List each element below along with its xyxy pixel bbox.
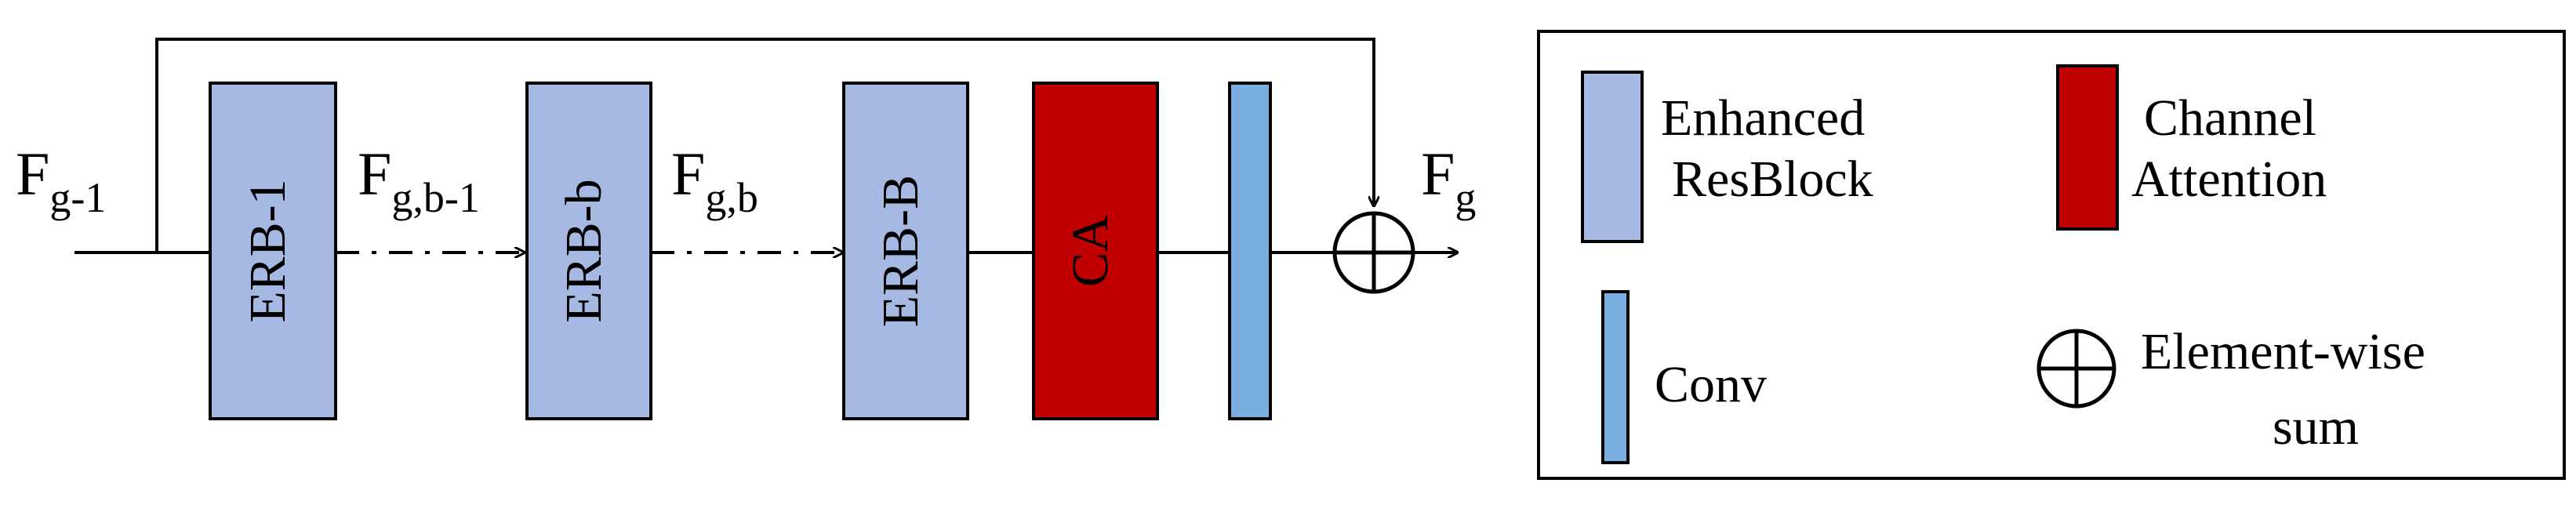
legend-sum-line2: sum (2273, 398, 2359, 456)
legend-erb-line2: ResBlock (1672, 151, 1873, 208)
conv-swatch (1601, 290, 1630, 464)
erb-b-label: ERB-b (555, 179, 612, 322)
erb-1-label: ERB-1 (239, 179, 296, 322)
element-wise-sum-icon (1332, 211, 1415, 294)
enhanced-resblock-swatch (1581, 71, 1644, 243)
feature-out-label: Fg (1421, 140, 1476, 221)
channel-attention-swatch (2056, 64, 2119, 231)
erb-1-block: ERB-1 (209, 82, 337, 420)
legend-sum-line1: Element-wise (2141, 323, 2425, 380)
legend-erb-line1: Enhanced (1661, 89, 1865, 147)
skip-connection (155, 38, 1374, 252)
conv-block (1228, 82, 1272, 420)
erb-B-label: ERB-B (872, 175, 929, 327)
legend: Enhanced ResBlock Channel Attention Conv… (1537, 30, 2566, 480)
ca-block: CA (1032, 82, 1159, 420)
ca-label: CA (1062, 215, 1119, 287)
flow-lines (74, 38, 1457, 252)
erb-b-block: ERB-b (525, 82, 652, 420)
legend-ca-line2: Attention (2131, 151, 2327, 208)
feature-mid2-label: Fg,b (671, 140, 758, 221)
legend-ca-line1: Channel (2144, 89, 2316, 147)
legend-frame (1537, 30, 2566, 480)
erb-B-block: ERB-B (842, 82, 969, 420)
circle-plus-icon (2036, 329, 2116, 409)
feature-mid1-label: Fg,b-1 (358, 140, 480, 221)
feature-in-label: Fg-1 (16, 140, 106, 221)
legend-conv: Conv (1655, 356, 1767, 413)
